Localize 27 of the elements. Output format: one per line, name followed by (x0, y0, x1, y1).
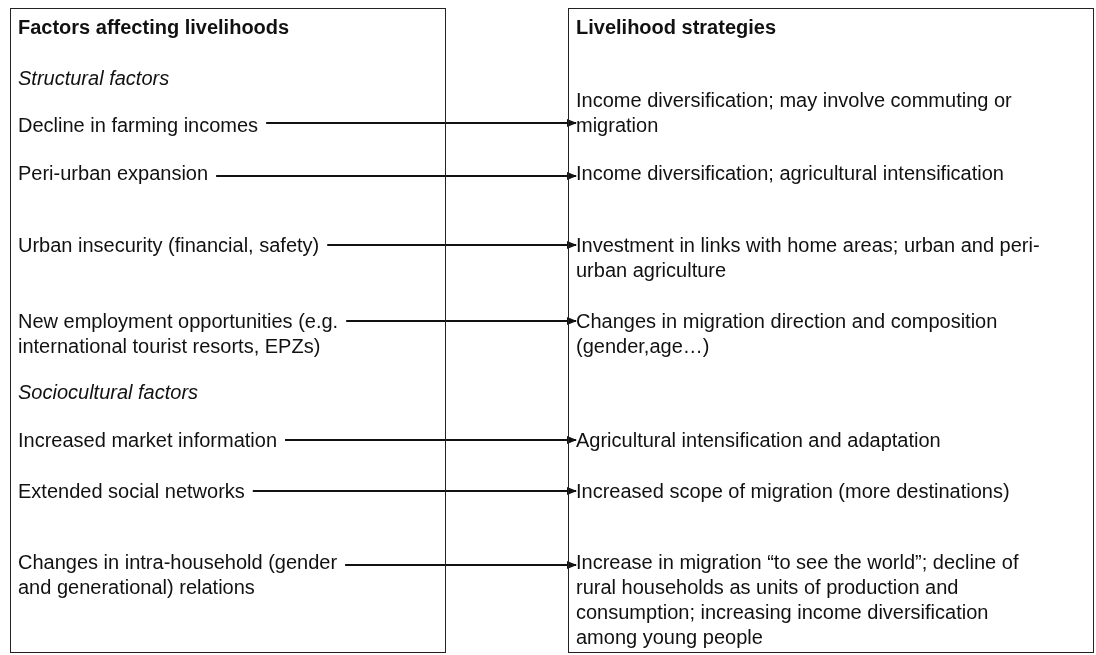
list-text: Investment in links with home areas; urban and peri-urban agriculture (576, 233, 1051, 283)
list-text: Income diversification; may involve commuting or migration (576, 88, 1051, 138)
list-text: Increase in migration “to see the world”; decline of rural households as units of production and consumption; increasing income diversification among young people (576, 550, 1051, 650)
subheading: Sociocultural factors (18, 380, 438, 405)
arrow (215, 172, 577, 180)
arrow (345, 317, 577, 325)
arrow (284, 436, 577, 444)
list-text: Urban insecurity (financial, safety) (18, 233, 363, 258)
arrow (251, 487, 577, 495)
list-text: Income diversification; agricultural intensification (576, 161, 1051, 186)
list-text: Increased scope of migration (more destinations) (576, 479, 1051, 504)
subheading: Structural factors (18, 66, 438, 91)
arrow (326, 241, 577, 249)
list-text: Peri-urban expansion (18, 161, 363, 186)
arrow (344, 561, 577, 569)
list-text: Decline in farming incomes (18, 113, 363, 138)
list-text: Increased market information (18, 428, 363, 453)
list-text: New employment opportunities (e.g. international tourist resorts, EPZs) (18, 309, 363, 359)
panel-heading: Factors affecting livelihoods (18, 15, 290, 40)
list-text: Changes in migration direction and composition (gender,age…) (576, 309, 1051, 359)
panel-heading: Livelihood strategies (576, 15, 777, 40)
panel (10, 8, 446, 653)
list-text: Extended social networks (18, 479, 363, 504)
arrow (265, 119, 577, 127)
list-text: Agricultural intensification and adaptation (576, 428, 1051, 453)
list-text: Changes in intra-household (gender and generational) relations (18, 550, 363, 600)
panel (568, 8, 1094, 653)
